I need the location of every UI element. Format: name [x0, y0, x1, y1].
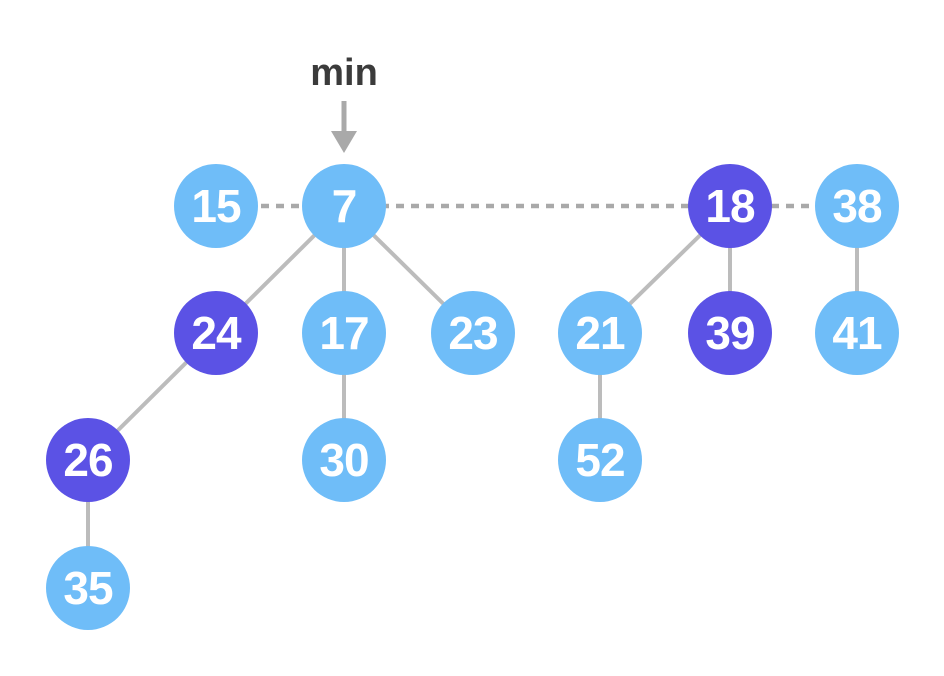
heap-node-21: 21 — [558, 291, 642, 375]
heap-node-value: 38 — [832, 180, 882, 232]
min-arrow-icon — [331, 101, 357, 153]
heap-node-value: 26 — [63, 434, 113, 486]
heap-node-35: 35 — [46, 546, 130, 630]
heap-node-41: 41 — [815, 291, 899, 375]
heap-node-value: 35 — [63, 562, 113, 614]
heap-node-value: 41 — [832, 307, 882, 359]
heap-node-value: 15 — [191, 180, 241, 232]
heap-node-value: 17 — [319, 307, 369, 359]
heap-node-23: 23 — [431, 291, 515, 375]
heap-node-38: 38 — [815, 164, 899, 248]
heap-node-15: 15 — [174, 164, 258, 248]
heap-node-26: 26 — [46, 418, 130, 502]
heap-node-52: 52 — [558, 418, 642, 502]
heap-node-value: 39 — [705, 307, 755, 359]
heap-node-7: 7 — [302, 164, 386, 248]
heap-node-value: 52 — [575, 434, 625, 486]
heap-node-39: 39 — [688, 291, 772, 375]
heap-node-24: 24 — [174, 291, 258, 375]
heap-node-30: 30 — [302, 418, 386, 502]
heap-node-value: 30 — [319, 434, 369, 486]
heap-node-value: 18 — [705, 180, 755, 232]
heap-node-value: 24 — [191, 307, 241, 359]
min-label: min — [310, 52, 378, 94]
heap-node-value: 7 — [331, 180, 358, 232]
heap-node-value: 23 — [448, 307, 498, 359]
tree-edges — [86, 204, 859, 588]
heap-node-18: 18 — [688, 164, 772, 248]
heap-node-value: 21 — [575, 307, 625, 359]
heap-node-17: 17 — [302, 291, 386, 375]
